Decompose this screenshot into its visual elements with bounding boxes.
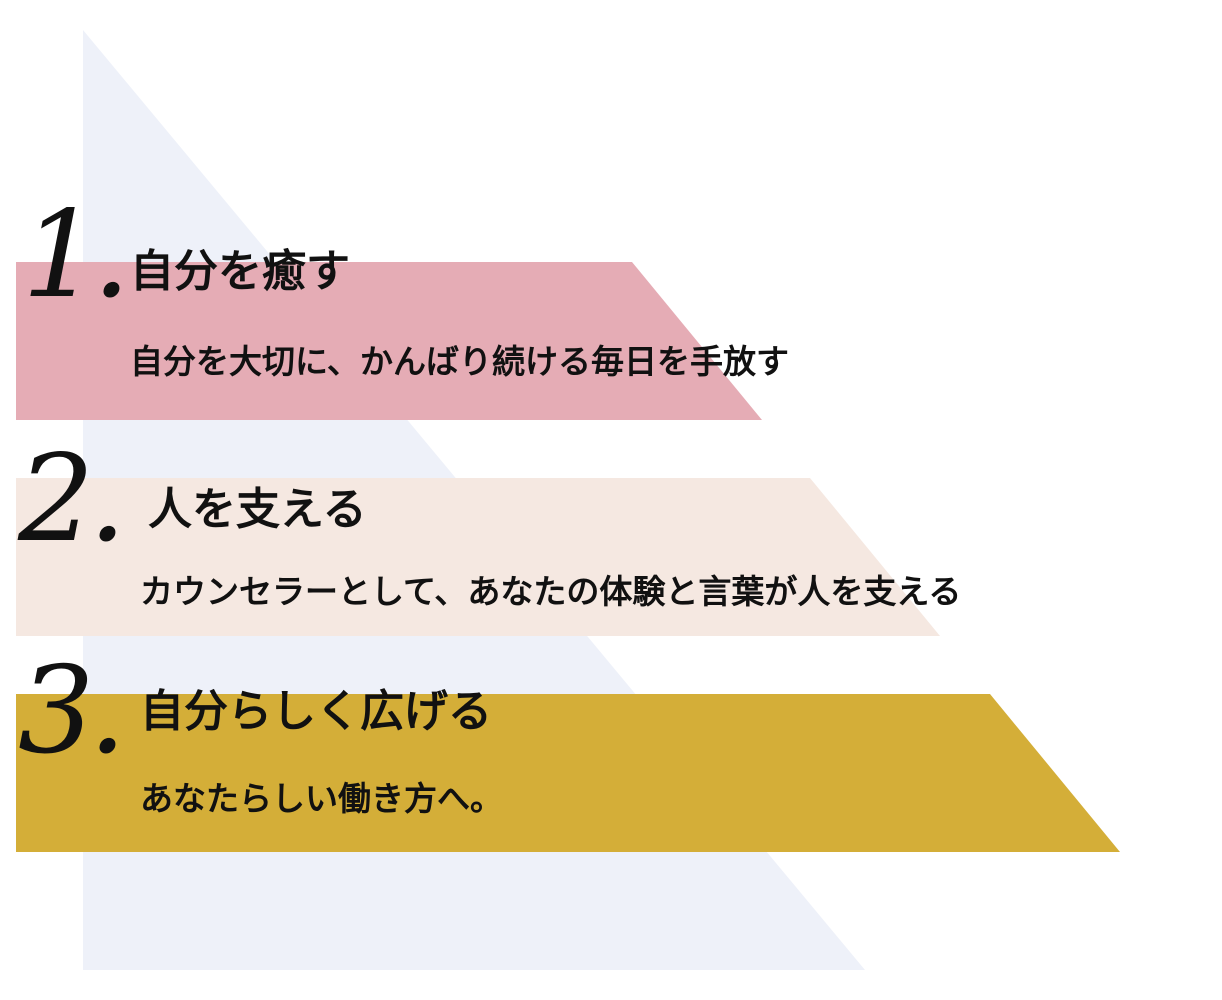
step-1-title: 自分を癒す xyxy=(130,246,350,297)
step-2-number: 2. xyxy=(18,430,126,569)
step-1-number: 1. xyxy=(22,186,130,325)
step-3-number: 3. xyxy=(18,642,126,781)
step-1-band xyxy=(16,262,762,420)
step-3-subtitle: あなたらしい働き方へ。 xyxy=(140,779,503,818)
step-1-subtitle: 自分を大切に、かんばり続ける毎日を手放す xyxy=(130,342,790,381)
step-3-band xyxy=(16,694,1120,852)
step-2-subtitle: カウンセラーとして、あなたの体験と言葉が人を支える xyxy=(140,572,962,611)
step-3-title: 自分らしく広げる xyxy=(140,686,492,737)
step-2-band xyxy=(16,478,940,636)
step-2-title: 人を支える xyxy=(148,484,367,535)
